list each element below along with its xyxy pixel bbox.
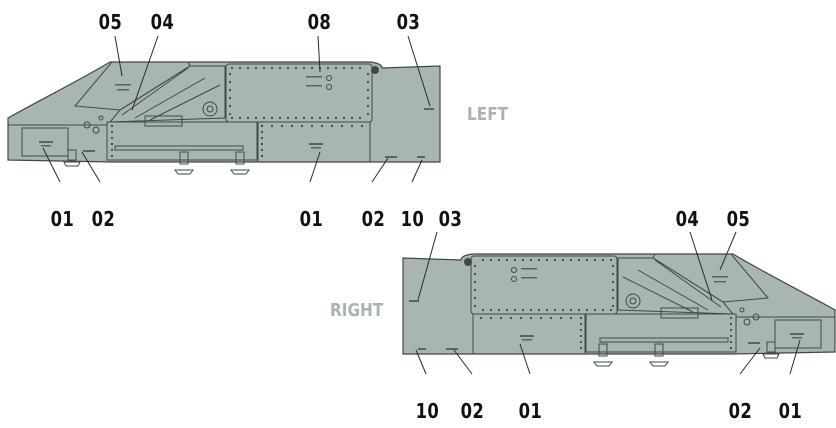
callout-left-bottom-02a: 02 [91, 207, 116, 231]
callout-left-bottom-02b: 02 [361, 207, 386, 231]
callout-left-top-04: 04 [150, 10, 175, 34]
callout-left-bottom-10: 10 [400, 207, 425, 231]
callout-right-bottom-10: 10 [415, 399, 440, 423]
callout-left-bottom-01b: 01 [299, 207, 324, 231]
callout-right-bottom-02b: 02 [728, 399, 753, 423]
callout-left-top-05: 05 [98, 10, 123, 34]
left-panel [7, 61, 441, 175]
right-panel [402, 253, 836, 367]
callout-left-top-08: 08 [307, 10, 332, 34]
callout-right-top-05: 05 [726, 207, 751, 231]
callout-right-bottom-01a: 01 [518, 399, 543, 423]
callout-left-top-03: 03 [396, 10, 421, 34]
left-side-label: LEFT [467, 104, 509, 125]
callout-left-bottom-01a: 01 [50, 207, 75, 231]
callout-right-top-03: 03 [438, 207, 463, 231]
right-side-label: RIGHT [330, 300, 384, 321]
callout-right-bottom-01b: 01 [778, 399, 803, 423]
callout-right-bottom-02a: 02 [460, 399, 485, 423]
callout-right-top-04: 04 [675, 207, 700, 231]
leader-lines-left [42, 35, 431, 183]
leader-lines-right [415, 231, 801, 375]
